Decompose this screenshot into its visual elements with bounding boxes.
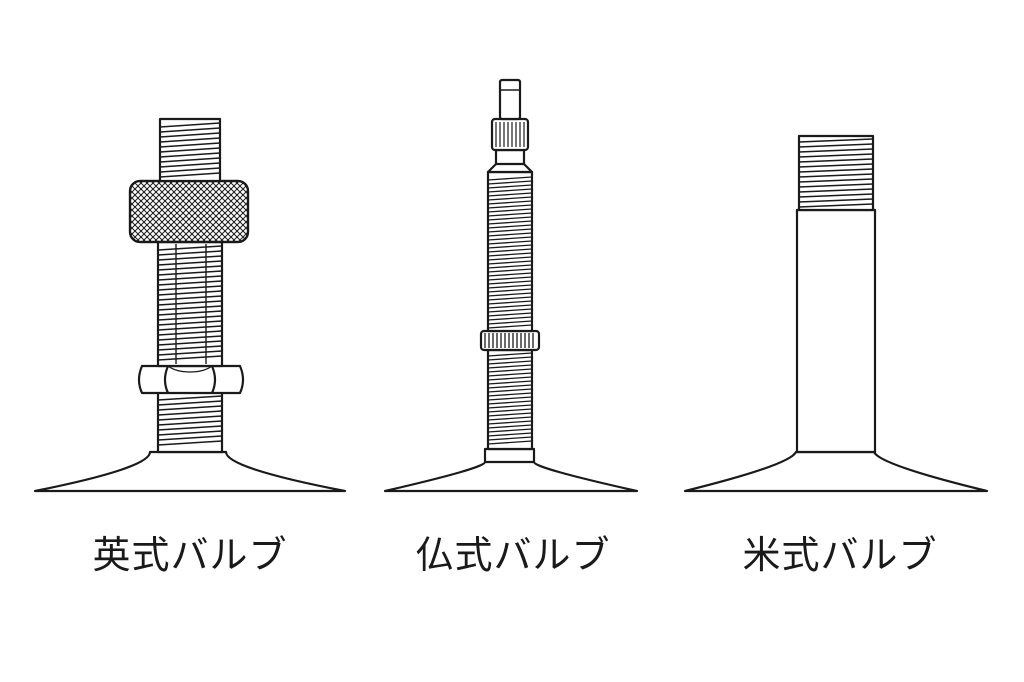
french-valve-neck — [486, 148, 534, 174]
english-valve-base — [33, 450, 347, 493]
french-valve-drawing — [383, 78, 639, 493]
american-valve-base — [683, 450, 989, 493]
french-valve-label: 仏式バルブ — [415, 533, 611, 577]
american-valve-thread — [797, 134, 875, 212]
american-valve-label: 米式バルブ — [742, 533, 938, 577]
french-valve-top-nut — [490, 117, 530, 152]
american-valve-drawing — [683, 134, 989, 493]
american-valve-body — [795, 208, 877, 454]
english-valve-label: 英式バルブ — [92, 533, 288, 577]
french-valve-base — [383, 447, 639, 493]
english-valve-hex-nut — [137, 364, 245, 395]
english-valve-knurled-cap — [128, 179, 250, 244]
french-valve-lock-ring — [479, 329, 541, 352]
french-valve-pin — [498, 78, 522, 121]
english-valve-drawing — [33, 117, 347, 493]
